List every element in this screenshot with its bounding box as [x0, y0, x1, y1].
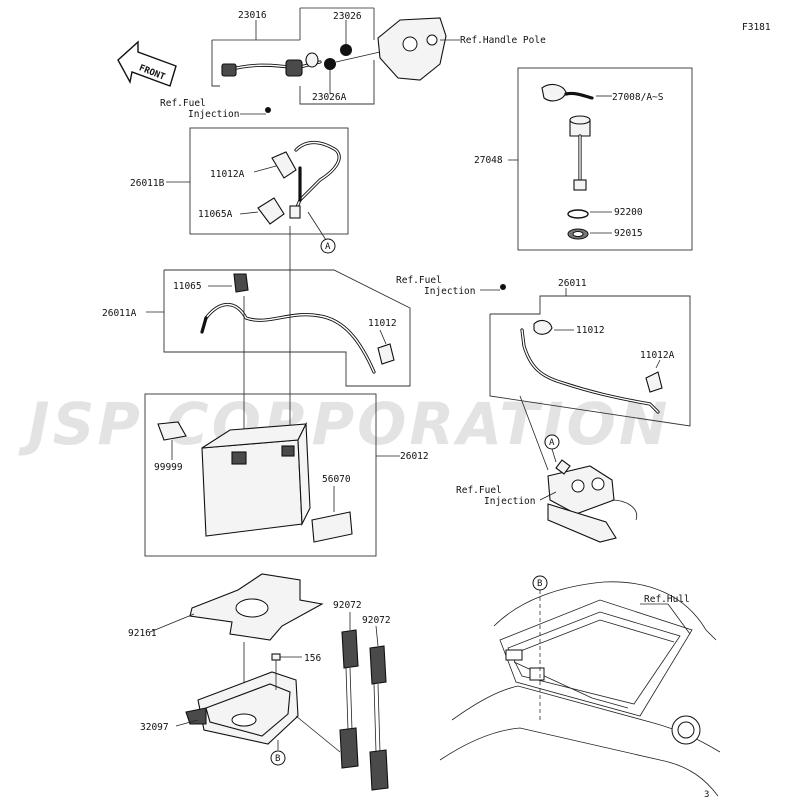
label-23026a: 23026A: [312, 92, 347, 103]
label-92015: 92015: [614, 228, 643, 239]
group-26011b: [166, 127, 349, 241]
callout-a-1: A: [320, 238, 336, 254]
label-27008: 27008/A~S: [612, 92, 664, 103]
label-26011b: 26011B: [130, 178, 165, 189]
label-ref-fuel-1b: Injection: [188, 109, 239, 120]
label-11065a: 11065A: [198, 209, 233, 220]
label-92072-1: 92072: [333, 600, 362, 611]
label-32097: 32097: [140, 722, 169, 733]
label-26011a: 26011A: [102, 308, 137, 319]
label-11012-1: 11012: [368, 318, 397, 329]
starter-relay: [519, 395, 638, 543]
label-56070: 56070: [322, 474, 351, 485]
label-11065: 11065: [173, 281, 202, 292]
corner-mark: 3: [704, 790, 709, 800]
label-92161: 92161: [128, 628, 157, 639]
callout-a-2: A: [544, 434, 560, 450]
label-ref-fuel-1a: Ref.Fuel: [160, 98, 206, 109]
label-ref-fuel-3a: Ref.Fuel: [456, 485, 502, 496]
figure-code: F3181: [742, 22, 771, 33]
label-26011: 26011: [558, 278, 587, 289]
battery-case: [175, 642, 302, 750]
group-battery: [144, 393, 400, 557]
svg-text:B: B: [275, 754, 280, 764]
label-92072-2: 92072: [362, 615, 391, 626]
label-156: 156: [304, 653, 321, 664]
label-ref-fuel-2a: Ref.Fuel: [396, 275, 442, 286]
label-ref-fuel-3b: Injection: [484, 496, 535, 507]
front-arrow-icon: FRONT: [117, 40, 177, 87]
svg-text:B: B: [537, 579, 542, 589]
watermark: JSP CORPORATION: [18, 390, 670, 458]
battery-straps: [295, 612, 389, 791]
callout-b-2: B: [532, 575, 548, 591]
hull: [439, 581, 721, 797]
group-27048: [508, 67, 693, 251]
label-23016: 23016: [238, 10, 267, 21]
battery-pad: [149, 573, 324, 641]
label-92200: 92200: [614, 207, 643, 218]
label-26012: 26012: [400, 451, 429, 462]
label-ref-hull: Ref.Hull: [644, 594, 690, 605]
callout-b-1: B: [270, 750, 286, 766]
label-11012-2: 11012: [576, 325, 605, 336]
group-26011a: [146, 269, 411, 387]
svg-text:A: A: [325, 242, 331, 252]
label-11012a-1: 11012A: [210, 169, 245, 180]
group-handle-harness: [211, 7, 460, 105]
label-11012a-2: 11012A: [640, 350, 675, 361]
label-23026: 23026: [333, 11, 362, 22]
label-27048: 27048: [474, 155, 503, 166]
label-ref-fuel-2b: Injection: [424, 286, 475, 297]
svg-text:A: A: [549, 438, 555, 448]
group-26011: [489, 288, 691, 427]
label-99999: 99999: [154, 462, 183, 473]
label-ref-handle-pole: Ref.Handle Pole: [460, 35, 546, 46]
